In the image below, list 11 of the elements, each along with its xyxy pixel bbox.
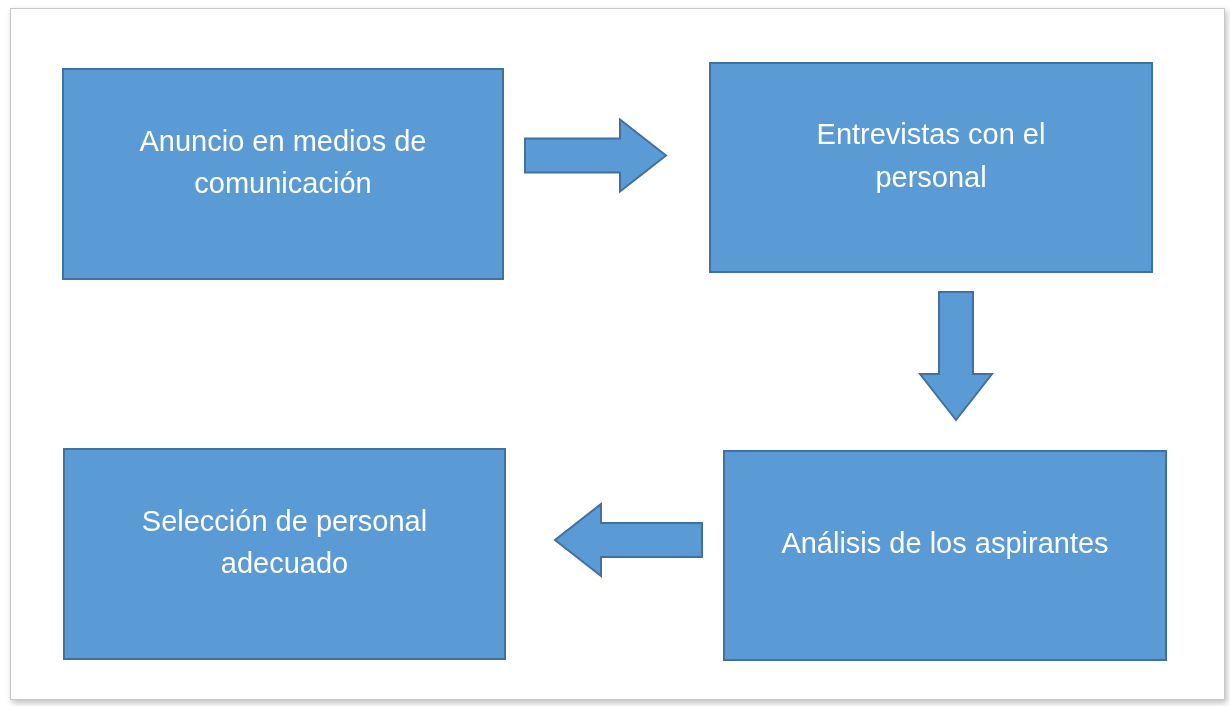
process-box	[709, 62, 1153, 273]
block-arrow	[524, 117, 668, 194]
box-label: Selección de personal adecuado	[140, 503, 429, 581]
process-box	[723, 450, 1167, 661]
box-label: Análisis de los aspirantes	[781, 526, 1109, 562]
box-label: Entrevistas con el personal	[815, 117, 1047, 195]
block-arrow	[917, 291, 995, 422]
box-label: Anuncio en medios de comunicación	[138, 123, 428, 201]
block-arrow	[553, 501, 703, 579]
process-box	[62, 68, 504, 280]
process-box	[63, 448, 506, 660]
